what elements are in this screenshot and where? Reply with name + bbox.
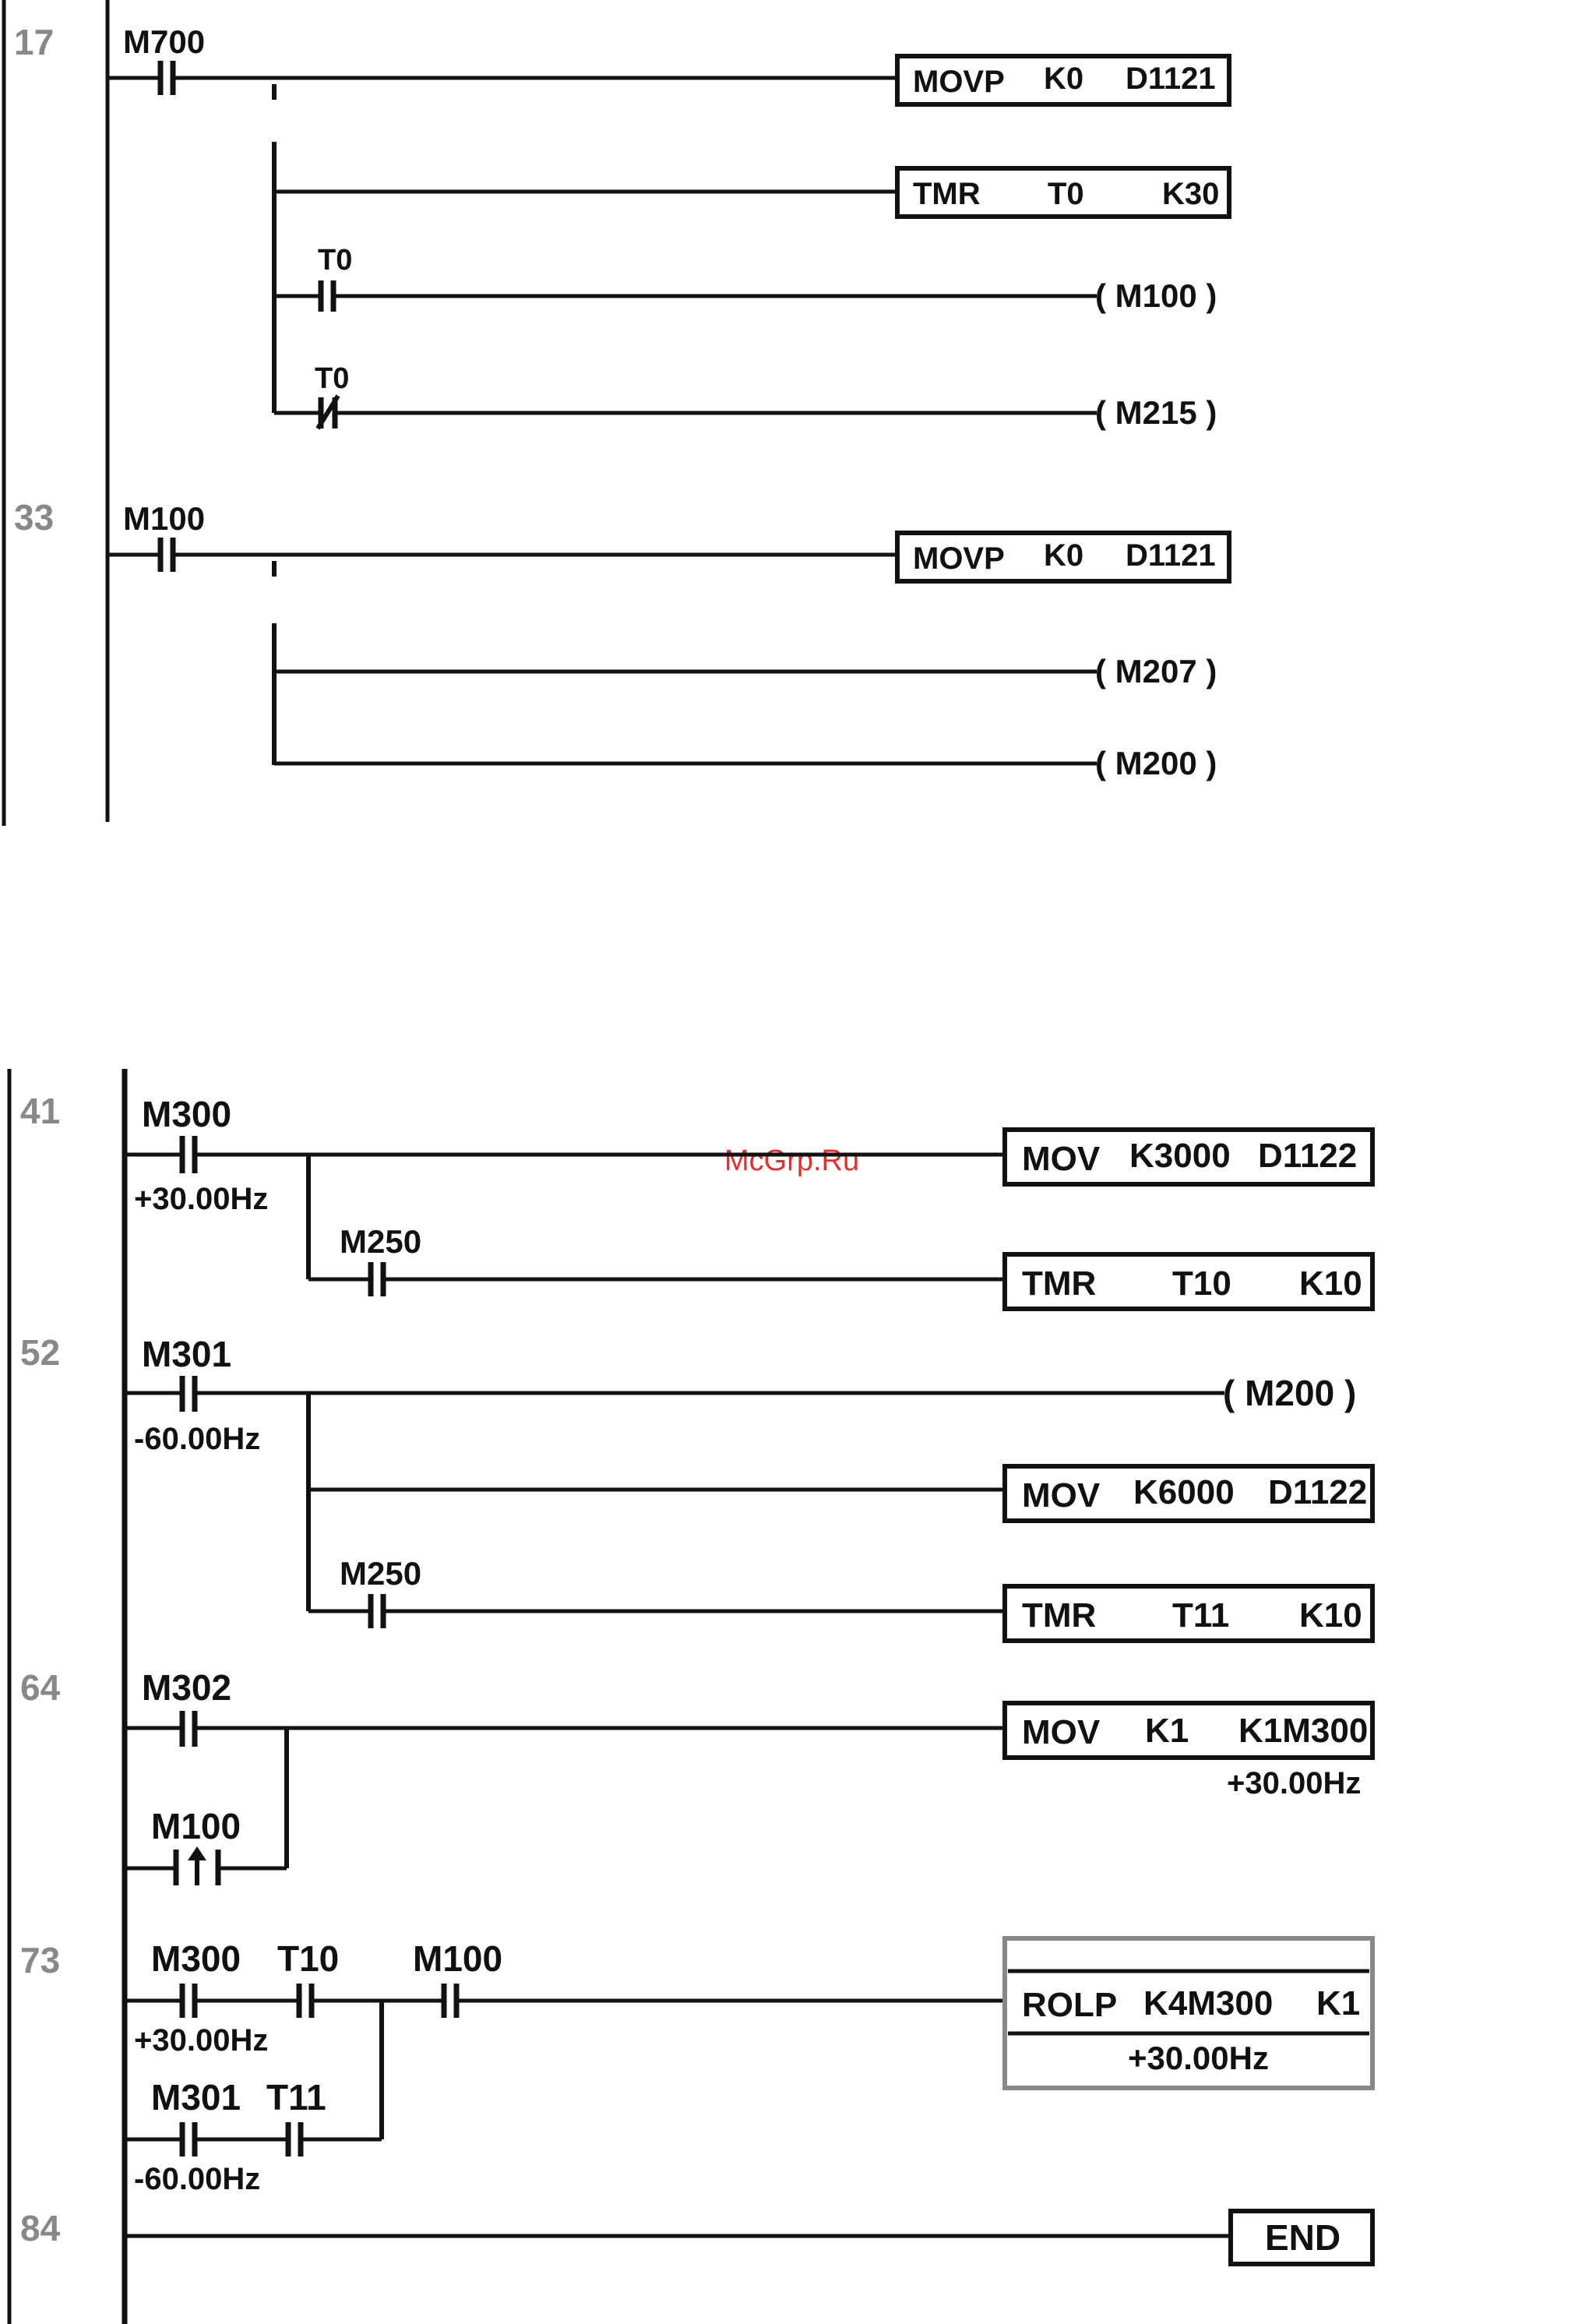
contact-label-m250: M250: [340, 1223, 421, 1260]
no-contact-m100: [107, 538, 897, 572]
coil-m100: ( M100 ): [1095, 277, 1217, 314]
instruction-box-movp: [895, 531, 1231, 584]
no-contact-m700: [107, 61, 897, 95]
contact-label-m300: M300: [142, 1094, 231, 1134]
contact-label-m100: M100: [413, 1938, 502, 1979]
box-arg: K1: [1316, 1984, 1360, 2022]
series-contacts-m301-t11: [125, 2122, 382, 2156]
no-contact-t0: [274, 280, 1097, 312]
contact-note: -60.00Hz: [134, 1422, 260, 1456]
step-number: 73: [20, 1940, 60, 1980]
instruction-box-tmr: [1002, 1584, 1375, 1643]
series-contacts-m300-t10: [125, 1984, 444, 2018]
contact-label-m301: M301: [142, 1334, 231, 1374]
no-contact-m301: [125, 1376, 1224, 1412]
box-op: ROLP: [1022, 1986, 1117, 2024]
box-arg: T10: [1172, 1264, 1231, 1303]
end-box: [1228, 2209, 1375, 2266]
box-arg: K4M300: [1143, 1984, 1273, 2022]
contact-label-m300: M300: [151, 1938, 241, 1979]
box-op: TMR: [1022, 1264, 1096, 1303]
box-arg: K10: [1299, 1596, 1362, 1635]
box-arg: D1121: [1126, 538, 1216, 573]
box-op: TMR: [913, 177, 981, 211]
box-arg: K1M300: [1238, 1712, 1368, 1750]
contact-label-m302: M302: [142, 1667, 231, 1708]
box-op: TMR: [1022, 1596, 1096, 1635]
no-contact-m300: [125, 1136, 1005, 1173]
coil-m215: ( M215 ): [1095, 394, 1217, 431]
box-arg: T0: [1048, 177, 1084, 211]
box-op: MOV: [1022, 1713, 1101, 1751]
box-arg: D1122: [1258, 1137, 1357, 1175]
box-arg: K6000: [1133, 1473, 1235, 1511]
box-note: +30.00Hz: [1128, 2040, 1269, 2076]
instruction-box-tmr: [1002, 1252, 1375, 1311]
top-ladder: 17 33 M700 MOVP K0 D1121 TMR T0 K30 T0 (…: [2, 0, 1231, 826]
step-number: 52: [20, 1332, 60, 1373]
box-note: +30.00Hz: [1227, 1766, 1361, 1800]
instruction-box-movp: [895, 54, 1231, 107]
no-contact-m250: [308, 1594, 1005, 1628]
box-arg: K0: [1044, 538, 1083, 573]
contact-label-t0: T0: [318, 244, 352, 277]
box-op: MOV: [1022, 1140, 1101, 1178]
no-contact-m250: [308, 1262, 1005, 1296]
contact-label-m100: M100: [123, 500, 205, 537]
contact-label-t10: T10: [277, 1938, 339, 1979]
bottom-ladder: 41 52 64 73 84 McGrp.Ru M300 +30.00Hz MO…: [7, 1069, 1375, 2324]
step-number: 33: [14, 497, 54, 538]
contact-note: +30.00Hz: [134, 1182, 268, 1216]
step-number: 41: [20, 1091, 60, 1131]
contact-label-t0-nc: T0: [315, 362, 349, 395]
contact-label-m700: M700: [123, 23, 205, 60]
instruction-box-mov: [1002, 1701, 1375, 1760]
box-op: MOVP: [913, 65, 1005, 99]
box-arg: K3000: [1129, 1137, 1231, 1175]
contact-label-m100: M100: [151, 1806, 241, 1846]
step-number: 64: [20, 1667, 61, 1708]
box-op: MOVP: [913, 541, 1005, 576]
box-arg: D1122: [1268, 1473, 1367, 1511]
rising-edge-contact-m100: [125, 1846, 287, 1885]
coil-m200: ( M200 ): [1095, 745, 1217, 781]
contact-label-m250: M250: [340, 1555, 421, 1592]
instruction-box-rolp: [1002, 1936, 1375, 2090]
end-label: END: [1265, 2217, 1341, 2258]
box-arg: K0: [1044, 62, 1083, 96]
instruction-box-mov: [1002, 1464, 1375, 1523]
coil-m200: ( M200 ): [1223, 1373, 1356, 1413]
instruction-box-mov: [1002, 1127, 1375, 1187]
no-contact-m302: [125, 1711, 1005, 1747]
contact-note: +30.00Hz: [134, 2023, 268, 2058]
contact-note: -60.00Hz: [134, 2162, 260, 2196]
box-arg: K30: [1162, 177, 1219, 211]
nc-contact-t0: [274, 394, 1097, 430]
contact-label-m301: M301: [151, 2077, 241, 2118]
step-number: 17: [14, 22, 54, 62]
step-number: 84: [20, 2208, 61, 2248]
box-arg: K10: [1299, 1264, 1362, 1303]
box-arg: D1121: [1126, 62, 1216, 96]
box-arg: T11: [1172, 1596, 1229, 1635]
box-op: MOV: [1022, 1476, 1101, 1515]
contact-label-t11: T11: [266, 2077, 326, 2118]
box-arg: K1: [1145, 1712, 1189, 1750]
coil-m207: ( M207 ): [1095, 653, 1217, 689]
watermark: McGrp.Ru: [724, 1144, 859, 1177]
instruction-box-tmr: [895, 166, 1231, 219]
no-contact-m100: [441, 1984, 1005, 2018]
